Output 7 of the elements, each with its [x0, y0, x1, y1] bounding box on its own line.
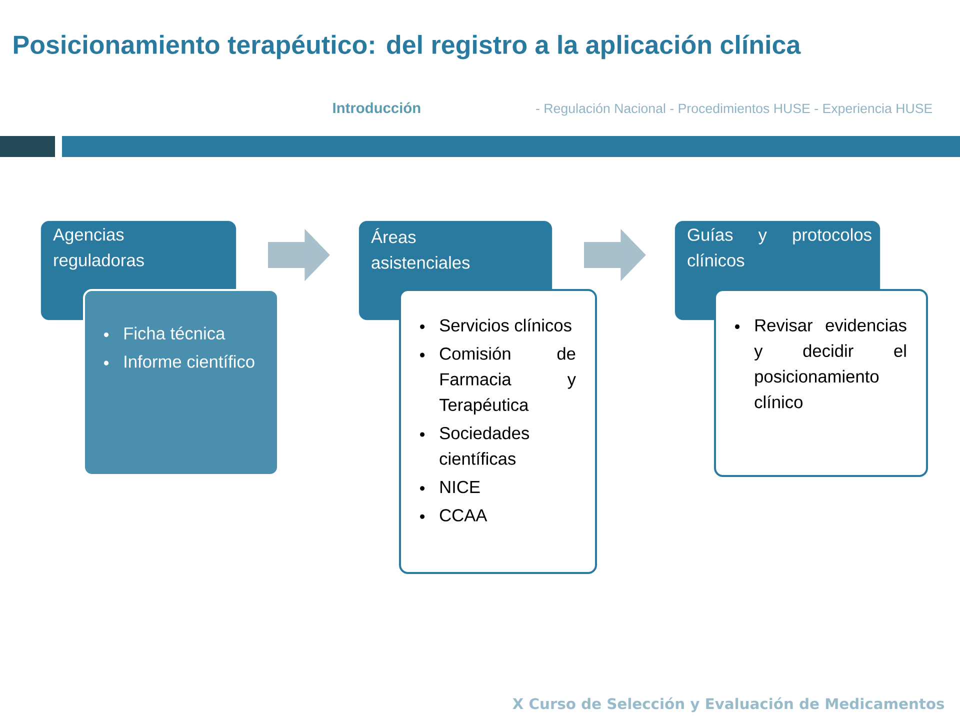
section-label: Introducción: [333, 102, 420, 114]
footer-text: X Curso de Selección y Evaluación de Medicamentos: [512, 697, 944, 712]
title: Posicionamiento terapéutico: del registro a la aplicación clínica: [14, 34, 801, 60]
list-box: Servicios clínicos Comisión de Farmacia y Terapéutica Sociedades científicas NICE CCAA: [399, 289, 597, 574]
list-box: Revisar evidencias y decidir el posicionamiento clínico: [714, 289, 928, 477]
section-label: - Regulación Nacional - Procedimientos HUSE - Experiencia HUSE: [536, 103, 932, 116]
list-box: Ficha técnica Informe científico: [83, 289, 279, 476]
